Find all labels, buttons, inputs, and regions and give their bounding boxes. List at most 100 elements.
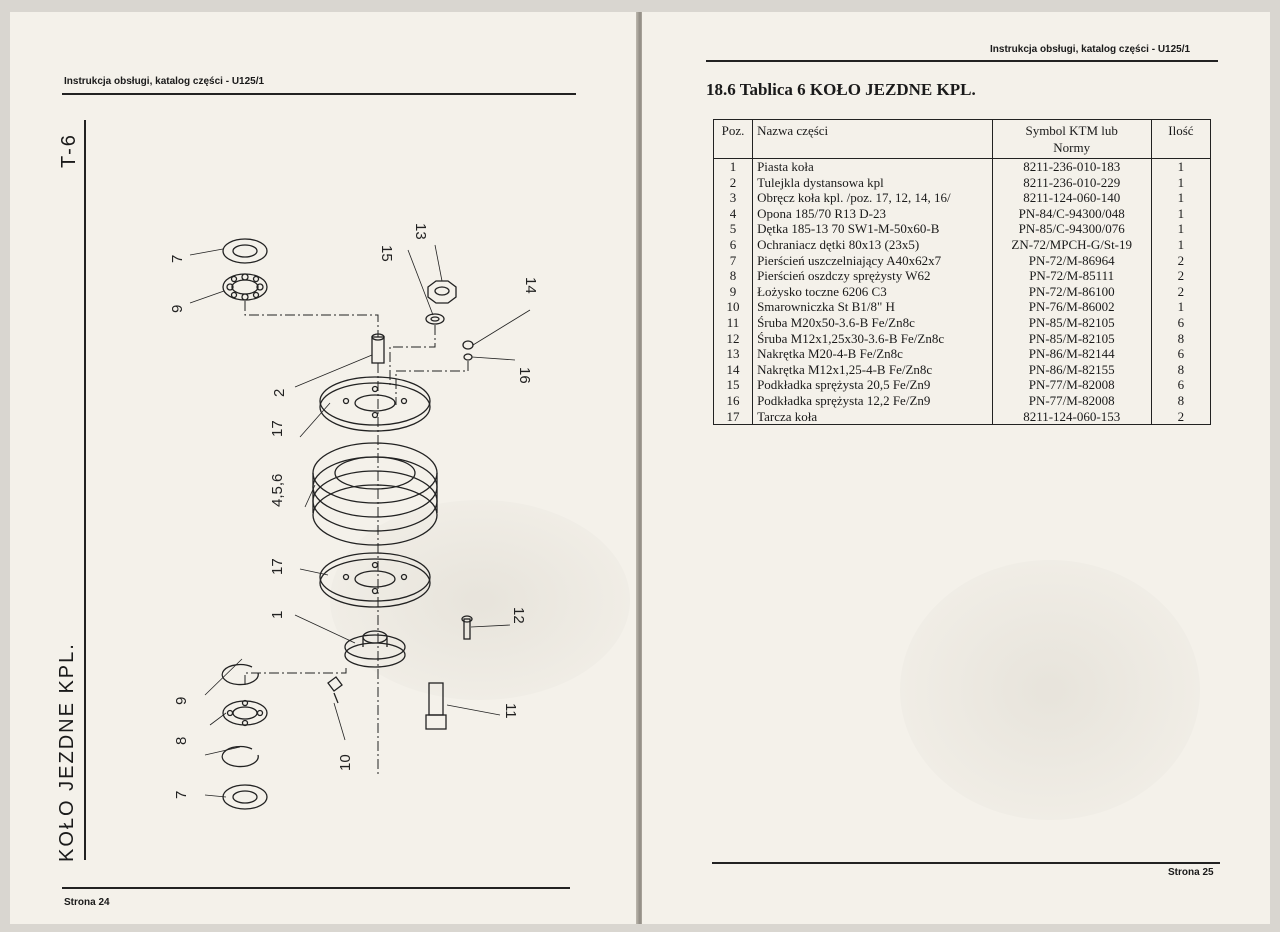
label-10: 10 [337,754,354,771]
cell-name: Nakrętka M20-4-B Fe/Zn8c [752,346,993,362]
cell-name: Piasta koła [752,158,993,175]
cell-poz: 10 [712,299,754,315]
wheel-disc-top [319,376,431,432]
cell-qty: 1 [1150,205,1212,222]
label-17: 17 [269,558,286,575]
cell-symbol: PN-72/M-86964 [991,252,1152,269]
cell-name: Ochraniacz dętki 80x13 (23x5) [752,236,993,253]
label-15: 15 [378,245,395,262]
cell-poz: 14 [712,361,754,378]
left-page-number: Strona 24 [64,897,110,908]
cell-name: Podkładka sprężysta 12,2 Fe/Zn9 [752,392,993,409]
cell-qty: 6 [1150,346,1212,362]
label-7: 7 [169,255,186,263]
cell-name: Pierścień oszdczy sprężysty W62 [752,268,993,284]
seal-ring-bottom [222,784,268,810]
cell-poz: 11 [712,314,754,331]
cell-symbol: PN-86/M-82144 [991,346,1152,362]
right-page-header: Instrukcja obsługi, katalog części - U12… [990,44,1191,55]
section-title: 18.6 Tablica 6 KOŁO JEZDNE KPL. [706,80,976,99]
bearing-bottom [222,699,268,727]
side-code: T-6 [58,133,80,168]
left-header-rule [62,93,576,95]
cell-name: Pierścień uszczelniający A40x62x7 [752,252,993,269]
cell-name: Obręcz koła kpl. /poz. 17, 12, 14, 16/ [752,190,993,206]
right-page-number: Strona 25 [1168,867,1214,878]
book-gutter [636,12,644,924]
cell-poz: 6 [712,236,754,253]
cell-symbol: PN-77/M-82008 [991,392,1152,409]
cell-name: Podkładka sprężysta 20,5 Fe/Zn9 [752,377,993,393]
circlip-top [221,663,259,686]
cell-poz: 16 [712,392,754,409]
cell-name: Opona 185/70 R13 D-23 [752,205,993,222]
cell-qty: 1 [1150,221,1212,237]
grease-nipple [327,676,343,704]
cell-symbol: 8211-124-060-140 [991,190,1152,206]
cell-symbol: PN-84/C-94300/048 [991,205,1152,222]
cell-qty: 1 [1150,158,1212,175]
right-header-rule [706,60,1218,62]
washer-20 [425,313,445,325]
bolt-m20 [425,682,447,730]
col-qty: Ilość [1150,119,1212,159]
cell-poz: 9 [712,283,754,300]
label-11: 11 [502,703,519,719]
col-name: Nazwa części [752,119,993,159]
label-1: 1 [269,611,286,619]
cell-poz: 5 [712,221,754,237]
cell-symbol: ZN-72/MPCH-G/St-19 [991,236,1152,253]
cell-qty: 2 [1150,408,1212,426]
cell-symbol: 8211-236-010-183 [991,158,1152,175]
cell-name: Smarowniczka St B1/8" H [752,299,993,315]
cell-symbol: 8211-124-060-153 [991,408,1152,426]
cell-poz: 3 [712,190,754,206]
cell-name: Nakrętka M12x1,25-4-B Fe/Zn8c [752,361,993,378]
col-poz: Poz. [712,119,754,159]
right-footer-rule [712,862,1220,864]
cell-poz: 2 [712,174,754,191]
label-2: 2 [271,389,288,397]
cell-qty: 8 [1150,330,1212,347]
cell-name: Łożysko toczne 6206 C3 [752,283,993,300]
cell-name: Tarcza koła [752,408,993,426]
cell-name: Śruba M12x1,25x30-3.6-B Fe/Zn8c [752,330,993,347]
nut-m20 [427,280,457,304]
cell-qty: 2 [1150,268,1212,284]
cell-symbol: PN-85/C-94300/076 [991,221,1152,237]
cell-qty: 1 [1150,299,1212,315]
cell-qty: 8 [1150,392,1212,409]
cell-qty: 1 [1150,236,1212,253]
circlip-bottom [221,745,259,768]
label-8: 8 [173,737,190,745]
label-4-5-6: 4,5,6 [269,474,286,507]
cell-symbol: PN-72/M-86100 [991,283,1152,300]
cell-poz: 12 [712,330,754,347]
wheel-disc-bottom [319,552,431,608]
tyre-assembly [312,442,438,546]
cell-symbol: PN-85/M-82105 [991,314,1152,331]
label-12: 12 [510,607,527,624]
label-9: 9 [169,305,186,313]
col-symbol-line1: Symbol KTM lub [1025,123,1118,138]
cell-name: Tulejkla dystansowa kpl [752,174,993,191]
left-page [10,12,638,924]
cell-symbol: PN-77/M-82008 [991,377,1152,393]
left-footer-rule [62,887,570,889]
cell-symbol: PN-85/M-82105 [991,330,1152,347]
cell-symbol: PN-86/M-82155 [991,361,1152,378]
cell-qty: 6 [1150,314,1212,331]
